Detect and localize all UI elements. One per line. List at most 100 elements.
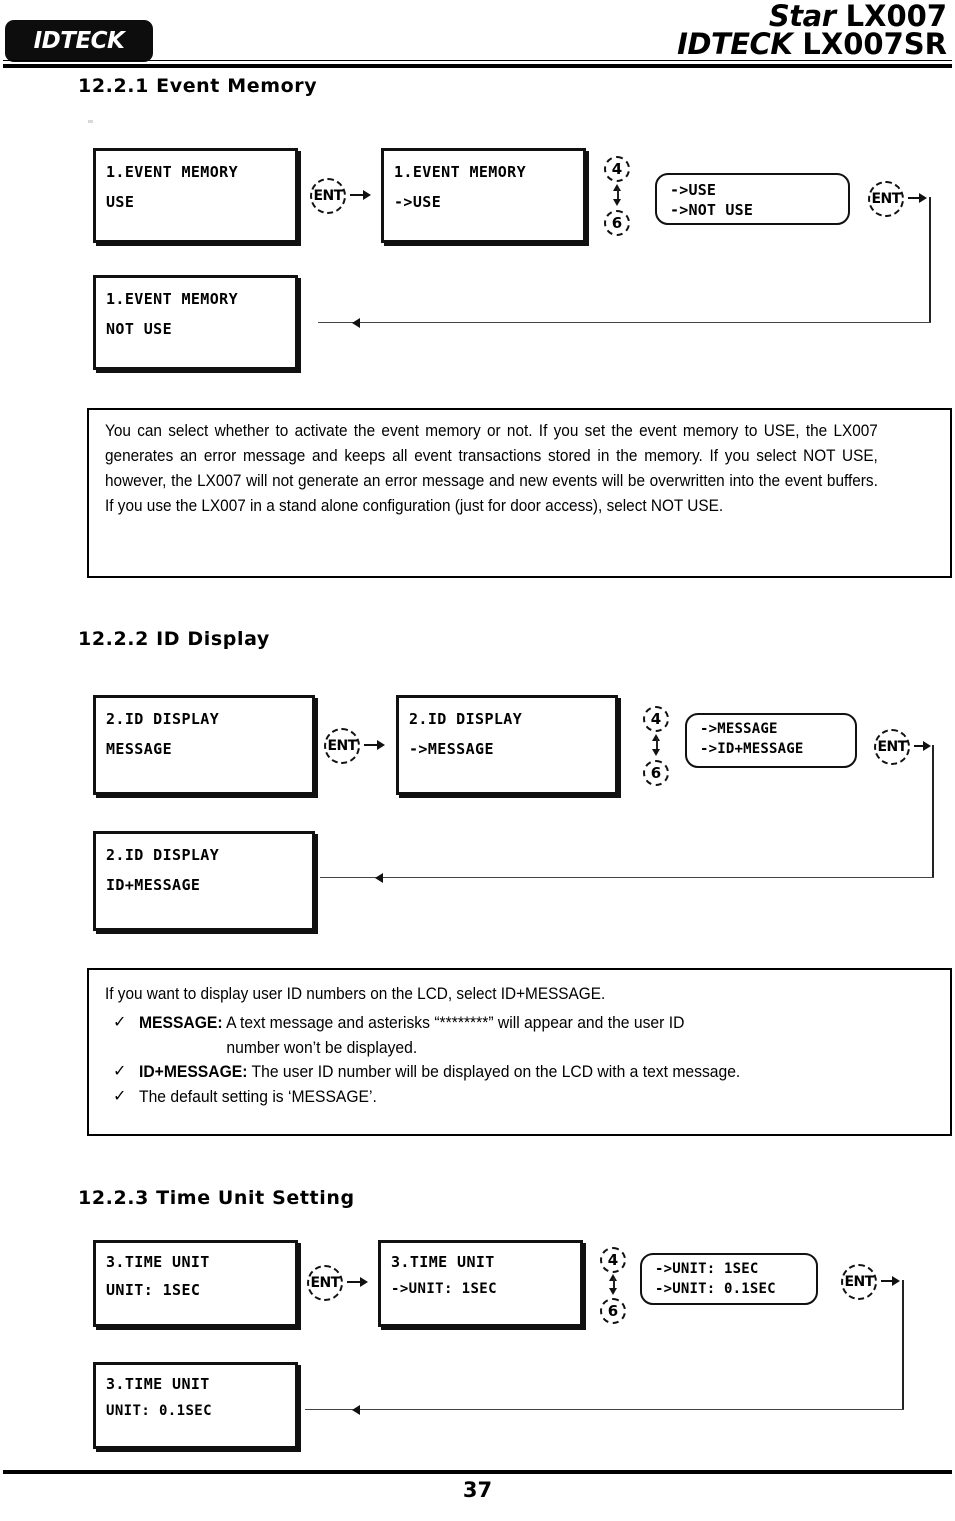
heading-event-memory: 12.2.1 Event Memory [78, 75, 318, 97]
nav-key-up-4[interactable]: 4 [600, 1247, 626, 1273]
option-list-time-unit: ->UNIT: 1SEC ->UNIT: 0.1SEC [640, 1253, 818, 1305]
option-item-id-message[interactable]: ->ID+MESSAGE [700, 741, 804, 757]
arrow-down-icon-3 [609, 1288, 617, 1295]
ent-key-button-6[interactable]: ENT [841, 1264, 877, 1300]
arrow-stub-5 [347, 1281, 363, 1283]
idteck-logo: IDTECK [5, 20, 153, 62]
lcd-line1: 2.ID DISPLAY [106, 710, 220, 728]
arrow-right-icon-5 [360, 1277, 368, 1287]
note-bullet-label: MESSAGE: [139, 1013, 223, 1032]
arrow-up-icon-1 [613, 184, 621, 191]
ent-key-button-3[interactable]: ENT [324, 728, 360, 764]
arrow-right-icon-4 [923, 741, 931, 751]
option-item-01sec[interactable]: ->UNIT: 0.1SEC [655, 1281, 776, 1297]
note-bullet-text: The user ID number will be displayed on … [247, 1063, 741, 1082]
lcd-line1: 3.TIME UNIT [106, 1253, 210, 1271]
arrow-right-icon-3 [377, 740, 385, 750]
ent-key-button-5[interactable]: ENT [307, 1265, 343, 1301]
footer-divider [3, 1470, 952, 1474]
lcd-time-unit-result: 3.TIME UNIT UNIT: 0.1SEC [93, 1362, 298, 1449]
lcd-line2: ->USE [394, 193, 442, 211]
note-bullet-label: ID+MESSAGE: [139, 1063, 248, 1082]
ent-key-button-4[interactable]: ENT [874, 729, 910, 765]
lcd-id-display-result: 2.ID DISPLAY ID+MESSAGE [93, 831, 315, 931]
note-bullet-second-line: number won’t be displayed. [226, 1038, 418, 1057]
lcd-id-display-edit: 2.ID DISPLAY ->MESSAGE [396, 695, 618, 795]
return-path-vertical-3 [902, 1280, 904, 1410]
lcd-line1: 2.ID DISPLAY [409, 710, 523, 728]
lcd-line1: 2.ID DISPLAY [106, 846, 220, 864]
option-list-event-memory: ->USE ->NOT USE [655, 173, 850, 225]
nav-key-down-6[interactable]: 6 [600, 1298, 626, 1324]
checkmark-icon: ✓ [113, 1063, 127, 1081]
arrow-left-icon-3 [352, 1405, 360, 1415]
note-bullet-body: The default setting is ‘MESSAGE’. [139, 1085, 896, 1110]
note-bullet-body: MESSAGE: A text message and asterisks “*… [139, 1011, 896, 1061]
note-bullet-body: ID+MESSAGE: The user ID number will be d… [139, 1060, 896, 1085]
header-divider-thin [3, 60, 952, 61]
return-path-horizontal-1 [318, 322, 931, 323]
arrow-up-icon-2 [652, 734, 660, 741]
nav-key-up-4[interactable]: 4 [643, 706, 669, 732]
ent-key-button-2[interactable]: ENT [868, 181, 904, 217]
lcd-line2: ->UNIT: 1SEC [391, 1281, 497, 1297]
arrow-left-icon-1 [352, 318, 360, 328]
return-path-vertical-2 [932, 745, 934, 878]
arrow-right-icon-6 [892, 1276, 900, 1286]
product-title-line2: IDTECK LX007SR [677, 26, 947, 61]
lcd-line2: ->MESSAGE [409, 740, 494, 758]
ent-key-button-1[interactable]: ENT [310, 178, 346, 214]
checkmark-icon: ✓ [113, 1088, 127, 1105]
arrow-stub-1 [350, 194, 366, 196]
lcd-line2: USE [106, 193, 135, 211]
lcd-line1: 3.TIME UNIT [391, 1253, 495, 1271]
heading-id-display: 12.2.2 ID Display [78, 628, 270, 650]
lcd-line1: 1.EVENT MEMORY [106, 290, 239, 308]
note-box-id-display: If you want to display user ID numbers o… [87, 968, 952, 1136]
note-bullet-default: ✓ The default setting is ‘MESSAGE’. [105, 1085, 936, 1110]
header-divider [3, 64, 952, 68]
lcd-line1: 3.TIME UNIT [106, 1375, 210, 1393]
arrow-right-icon-1 [363, 190, 371, 200]
arrow-stub-4 [914, 745, 926, 747]
nav-key-down-6[interactable]: 6 [604, 210, 630, 236]
lcd-line1: 1.EVENT MEMORY [394, 163, 527, 181]
return-path-horizontal-3 [305, 1409, 904, 1410]
note-bullet-id-message: ✓ ID+MESSAGE: The user ID number will be… [105, 1060, 936, 1085]
note-bullet-text: The default setting is ‘MESSAGE’. [139, 1088, 377, 1106]
arrow-up-icon-3 [609, 1274, 617, 1281]
idteck-logo-text: IDTECK [33, 28, 125, 54]
lcd-line1: 1.EVENT MEMORY [106, 163, 239, 181]
product-model-lx007sr: LX007SR [792, 26, 947, 61]
star-wordmark: Star [768, 0, 836, 33]
option-item-1sec[interactable]: ->UNIT: 1SEC [655, 1261, 759, 1277]
nav-key-up-4[interactable]: 4 [604, 156, 630, 182]
arrow-right-icon-2 [919, 193, 927, 203]
nav-key-down-6[interactable]: 6 [643, 760, 669, 786]
idteck-wordmark: IDTECK [677, 26, 793, 61]
page-speck [88, 120, 93, 123]
option-list-id-display: ->MESSAGE ->ID+MESSAGE [685, 713, 857, 768]
option-item-use[interactable]: ->USE [670, 181, 717, 199]
page-header: IDTECK Star LX007 IDTECK LX007SR [0, 0, 955, 70]
lcd-event-memory-edit: 1.EVENT MEMORY ->USE [381, 148, 586, 243]
option-item-message[interactable]: ->MESSAGE [700, 721, 778, 737]
lcd-id-display-initial: 2.ID DISPLAY MESSAGE [93, 695, 315, 795]
lcd-time-unit-initial: 3.TIME UNIT UNIT: 1SEC [93, 1240, 298, 1327]
arrow-stub-2 [908, 197, 922, 199]
option-item-not-use[interactable]: ->NOT USE [670, 201, 754, 219]
lcd-line2: UNIT: 0.1SEC [106, 1403, 212, 1419]
lcd-event-memory-result: 1.EVENT MEMORY NOT USE [93, 275, 298, 370]
note-bullet-text: A text message and asterisks “********” … [222, 1013, 685, 1032]
arrow-down-icon-2 [652, 749, 660, 756]
note-bullet-message: ✓ MESSAGE: A text message and asterisks … [105, 1011, 936, 1061]
lcd-line2: NOT USE [106, 320, 173, 338]
note-paragraph: You can select whether to activate the e… [105, 422, 878, 516]
lcd-event-memory-initial: 1.EVENT MEMORY USE [93, 148, 298, 243]
product-title-block: Star LX007 IDTECK LX007SR [677, 0, 947, 61]
return-path-horizontal-2 [320, 877, 934, 878]
page-number: 37 [462, 1478, 493, 1502]
nav-connector-3 [613, 1278, 615, 1291]
arrow-stub-6 [881, 1280, 895, 1282]
arrow-down-icon-1 [613, 199, 621, 206]
